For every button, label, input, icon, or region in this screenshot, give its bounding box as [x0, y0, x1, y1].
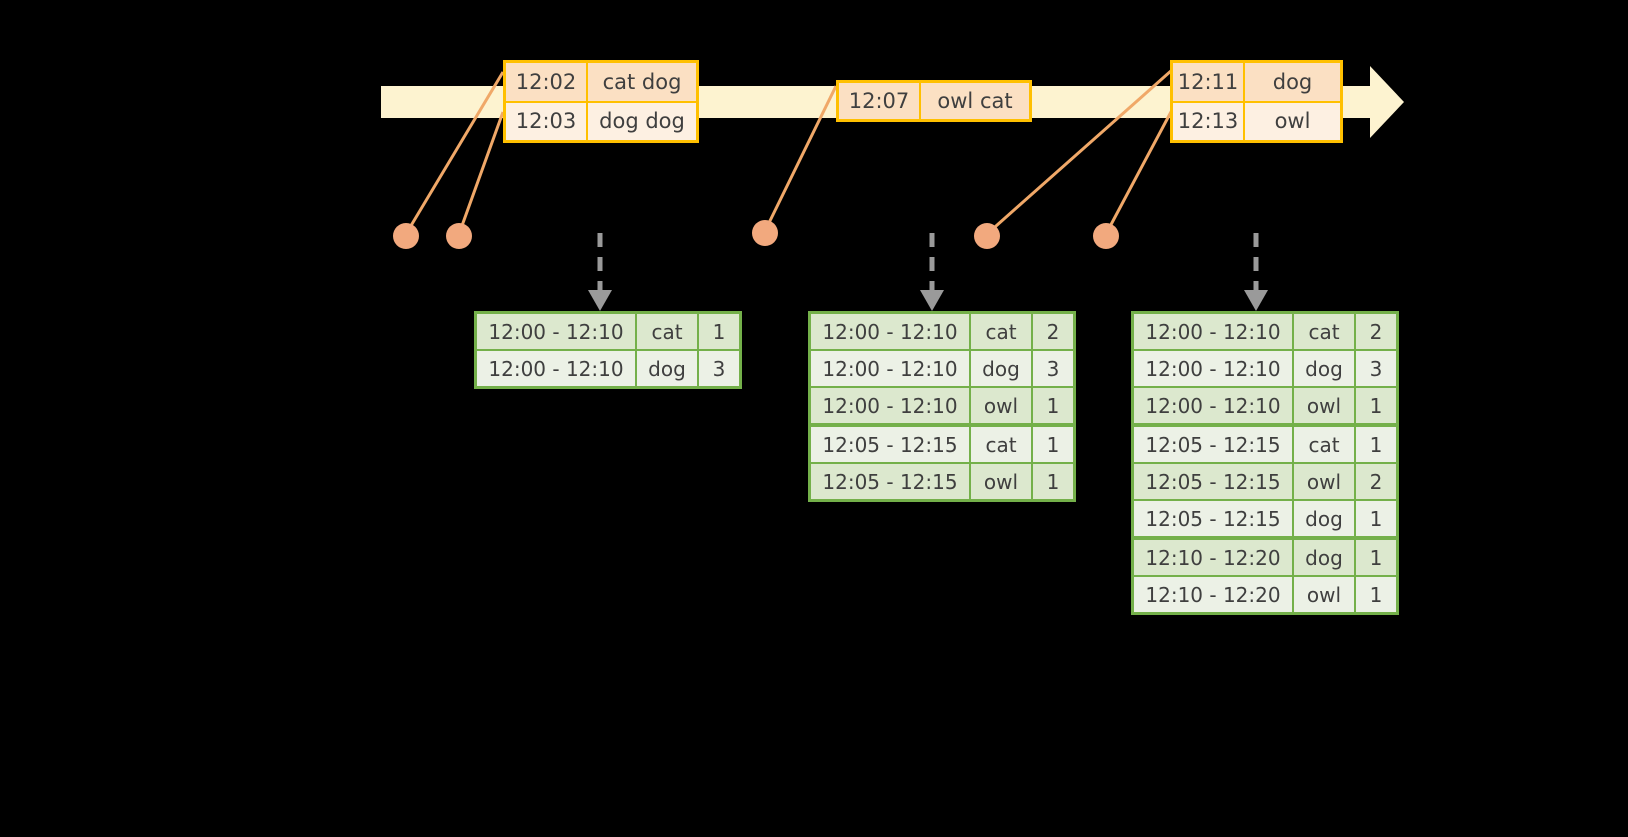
cell-key: cat	[971, 427, 1031, 462]
cell-key: cat	[1294, 314, 1354, 349]
cell-window: 12:00 - 12:10	[1134, 314, 1292, 349]
cell-window: 12:00 - 12:10	[811, 388, 969, 423]
event-group-2[interactable]: 12:07 owl cat	[836, 80, 1032, 122]
cell-count: 2	[1356, 314, 1396, 349]
dashed-arrowhead-1	[588, 290, 612, 311]
cell-window: 12:05 - 12:15	[1134, 501, 1292, 536]
event-row[interactable]: 12:07 owl cat	[839, 83, 1029, 119]
cell-count: 3	[699, 351, 739, 386]
dashed-arrowhead-2	[920, 290, 944, 311]
cell-count: 2	[1356, 464, 1396, 499]
cell-count: 2	[1033, 314, 1073, 349]
cell-window: 12:00 - 12:10	[1134, 388, 1292, 423]
cell-count: 3	[1356, 351, 1396, 386]
cell-count: 1	[1356, 577, 1396, 612]
event-group-1[interactable]: 12:02 cat dog 12:03 dog dog	[503, 60, 699, 143]
event-time: 12:13	[1173, 102, 1245, 140]
cell-window: 12:00 - 12:10	[477, 351, 635, 386]
event-value: cat dog	[602, 69, 682, 94]
cell-key: dog	[1294, 501, 1354, 536]
cell-key: dog	[971, 351, 1031, 386]
cell-count: 1	[1356, 427, 1396, 462]
cell-key: dog	[637, 351, 697, 386]
cell-key: dog	[1294, 540, 1354, 575]
cell-window: 12:10 - 12:20	[1134, 577, 1292, 612]
connector-dot-2	[446, 223, 472, 249]
event-group-3[interactable]: 12:11 dog 12:13 owl	[1170, 60, 1343, 143]
event-row[interactable]: 12:02 cat dog	[506, 63, 696, 101]
cell-key: owl	[1294, 388, 1354, 423]
cell-count: 1	[1356, 540, 1396, 575]
event-value: owl cat	[937, 89, 1013, 113]
cell-window: 12:10 - 12:20	[1134, 540, 1292, 575]
event-row[interactable]: 12:03 dog dog	[506, 100, 696, 140]
cell-count: 1	[1356, 501, 1396, 536]
cell-key: cat	[1294, 427, 1354, 462]
cell-window: 12:05 - 12:15	[811, 464, 969, 499]
event-row[interactable]: 12:11 dog	[1173, 63, 1340, 101]
event-time: 12:03	[506, 102, 588, 140]
event-row[interactable]: 12:13 owl	[1173, 100, 1340, 140]
cell-window: 12:05 - 12:15	[1134, 464, 1292, 499]
cell-count: 1	[1356, 388, 1396, 423]
connector-dot-3	[752, 220, 778, 246]
event-value: dog dog	[599, 109, 685, 134]
cell-window: 12:00 - 12:10	[477, 314, 635, 349]
event-time: 12:11	[1173, 63, 1245, 101]
connector-line-5	[1104, 109, 1174, 235]
cell-window: 12:00 - 12:10	[811, 351, 969, 386]
cell-key: owl	[971, 388, 1031, 423]
event-time: 12:07	[839, 83, 921, 119]
cell-key: cat	[971, 314, 1031, 349]
connector-dot-4	[974, 223, 1000, 249]
cell-count: 1	[699, 314, 739, 349]
cell-key: owl	[1294, 577, 1354, 612]
cell-window: 12:00 - 12:10	[811, 314, 969, 349]
cell-key: cat	[637, 314, 697, 349]
cell-key: owl	[971, 464, 1031, 499]
cell-count: 1	[1033, 464, 1073, 499]
cell-window: 12:05 - 12:15	[811, 427, 969, 462]
event-value: owl	[1274, 109, 1311, 134]
event-value: dog	[1272, 69, 1313, 94]
connector-dot-1	[393, 223, 419, 249]
dashed-arrowhead-3	[1244, 290, 1268, 311]
cell-count: 1	[1033, 388, 1073, 423]
cell-key: dog	[1294, 351, 1354, 386]
cell-count: 3	[1033, 351, 1073, 386]
cell-window: 12:05 - 12:15	[1134, 427, 1292, 462]
connector-line-2	[457, 111, 505, 235]
event-time: 12:02	[506, 63, 588, 101]
cell-count: 1	[1033, 427, 1073, 462]
connector-dot-5	[1093, 223, 1119, 249]
cell-key: owl	[1294, 464, 1354, 499]
cell-window: 12:00 - 12:10	[1134, 351, 1292, 386]
